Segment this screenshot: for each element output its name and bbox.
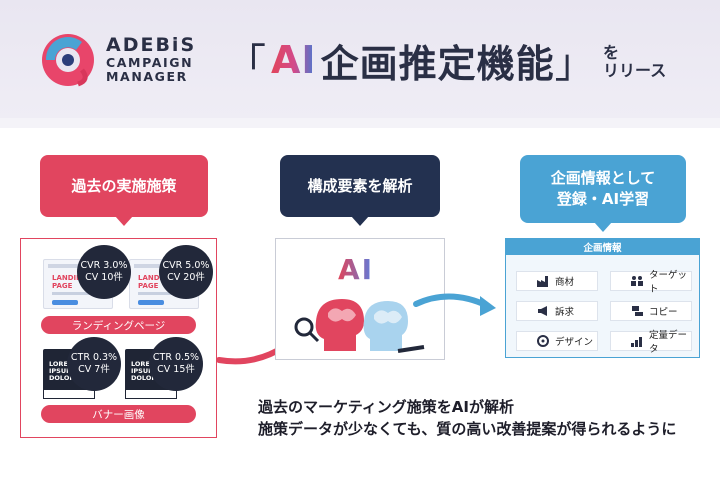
headline: 「 AI 企画推定機能 」 bbox=[226, 30, 596, 90]
copy-icon bbox=[631, 305, 643, 317]
brand-sub2: MANAGER bbox=[106, 68, 188, 84]
summary-line1: 過去のマーケティング施策をAIが解析 bbox=[258, 398, 514, 416]
lp-metric-badge: CVR 3.0% CV 10件 bbox=[77, 245, 131, 299]
info-item-target: ターゲット bbox=[610, 270, 692, 295]
tag-analyze-label: 構成要素を解析 bbox=[307, 176, 413, 195]
analysis-box: AI bbox=[275, 238, 445, 360]
adebis-logo-icon bbox=[42, 34, 94, 87]
tag-analyze: 構成要素を解析 bbox=[280, 155, 440, 226]
info-item-design: デザイン bbox=[516, 331, 598, 351]
banner-label: バナー画像 bbox=[41, 405, 196, 423]
summary-line2: 施策データが少なくても、質の高い改善提案が得られるように bbox=[258, 420, 677, 438]
summary-text: 過去のマーケティング施策をAIが解析 施策データが少なくても、質の高い改善提案が… bbox=[258, 396, 676, 440]
tag-register: 企画情報として 登録・AI学習 bbox=[520, 155, 686, 232]
palette-icon bbox=[537, 335, 549, 347]
banner-metric-badge: CTR 0.3% CV 7件 bbox=[67, 337, 121, 391]
campaign-info-box: 企画情報 商材 ターゲット 訴求 コピー デザイン 定量データ bbox=[505, 238, 700, 358]
info-item-appeal: 訴求 bbox=[516, 301, 598, 321]
lp-label: ランディングページ bbox=[41, 316, 196, 334]
tag-register-line2: 登録・AI学習 bbox=[556, 190, 650, 208]
tag-past-campaigns: 過去の実施施策 bbox=[40, 155, 208, 226]
ai-label: AI bbox=[338, 253, 375, 286]
brand-wordmark: ADEBiS CAMPAIGN MANAGER bbox=[106, 36, 216, 83]
brain-analysis-icon bbox=[294, 299, 425, 353]
suffix-line2: リリース bbox=[603, 61, 667, 80]
tag-register-line1: 企画情報として bbox=[550, 169, 656, 187]
bracket-close: 」 bbox=[554, 41, 596, 87]
info-item-copy: コピー bbox=[610, 301, 692, 321]
tag-past-label: 過去の実施施策 bbox=[71, 176, 177, 195]
headline-suffix: を リリース bbox=[603, 44, 666, 80]
campaign-info-title: 企画情報 bbox=[506, 239, 699, 255]
headline-main: 企画推定機能 bbox=[320, 41, 555, 86]
megaphone-icon bbox=[537, 305, 549, 317]
factory-icon bbox=[537, 275, 549, 287]
lp-metric-badge: CVR 5.0% CV 20件 bbox=[159, 245, 213, 299]
headline-ai: AI bbox=[271, 38, 317, 82]
header-banner: ADEBiS CAMPAIGN MANAGER 「 AI 企画推定機能 」 を … bbox=[0, 0, 720, 118]
suffix-line1: を bbox=[603, 43, 620, 62]
flow-arrow-icon bbox=[413, 293, 496, 316]
bracket-open: 「 bbox=[226, 41, 267, 87]
banner-metric-badge: CTR 0.5% CV 15件 bbox=[149, 337, 203, 391]
info-item-product: 商材 bbox=[516, 271, 598, 291]
info-item-quant-data: 定量データ bbox=[610, 330, 692, 355]
brand-sub1: CAMPAIGN bbox=[106, 55, 194, 70]
bar-chart-icon bbox=[631, 335, 643, 347]
people-icon bbox=[631, 275, 643, 287]
brand-name: ADEBiS bbox=[106, 34, 197, 56]
